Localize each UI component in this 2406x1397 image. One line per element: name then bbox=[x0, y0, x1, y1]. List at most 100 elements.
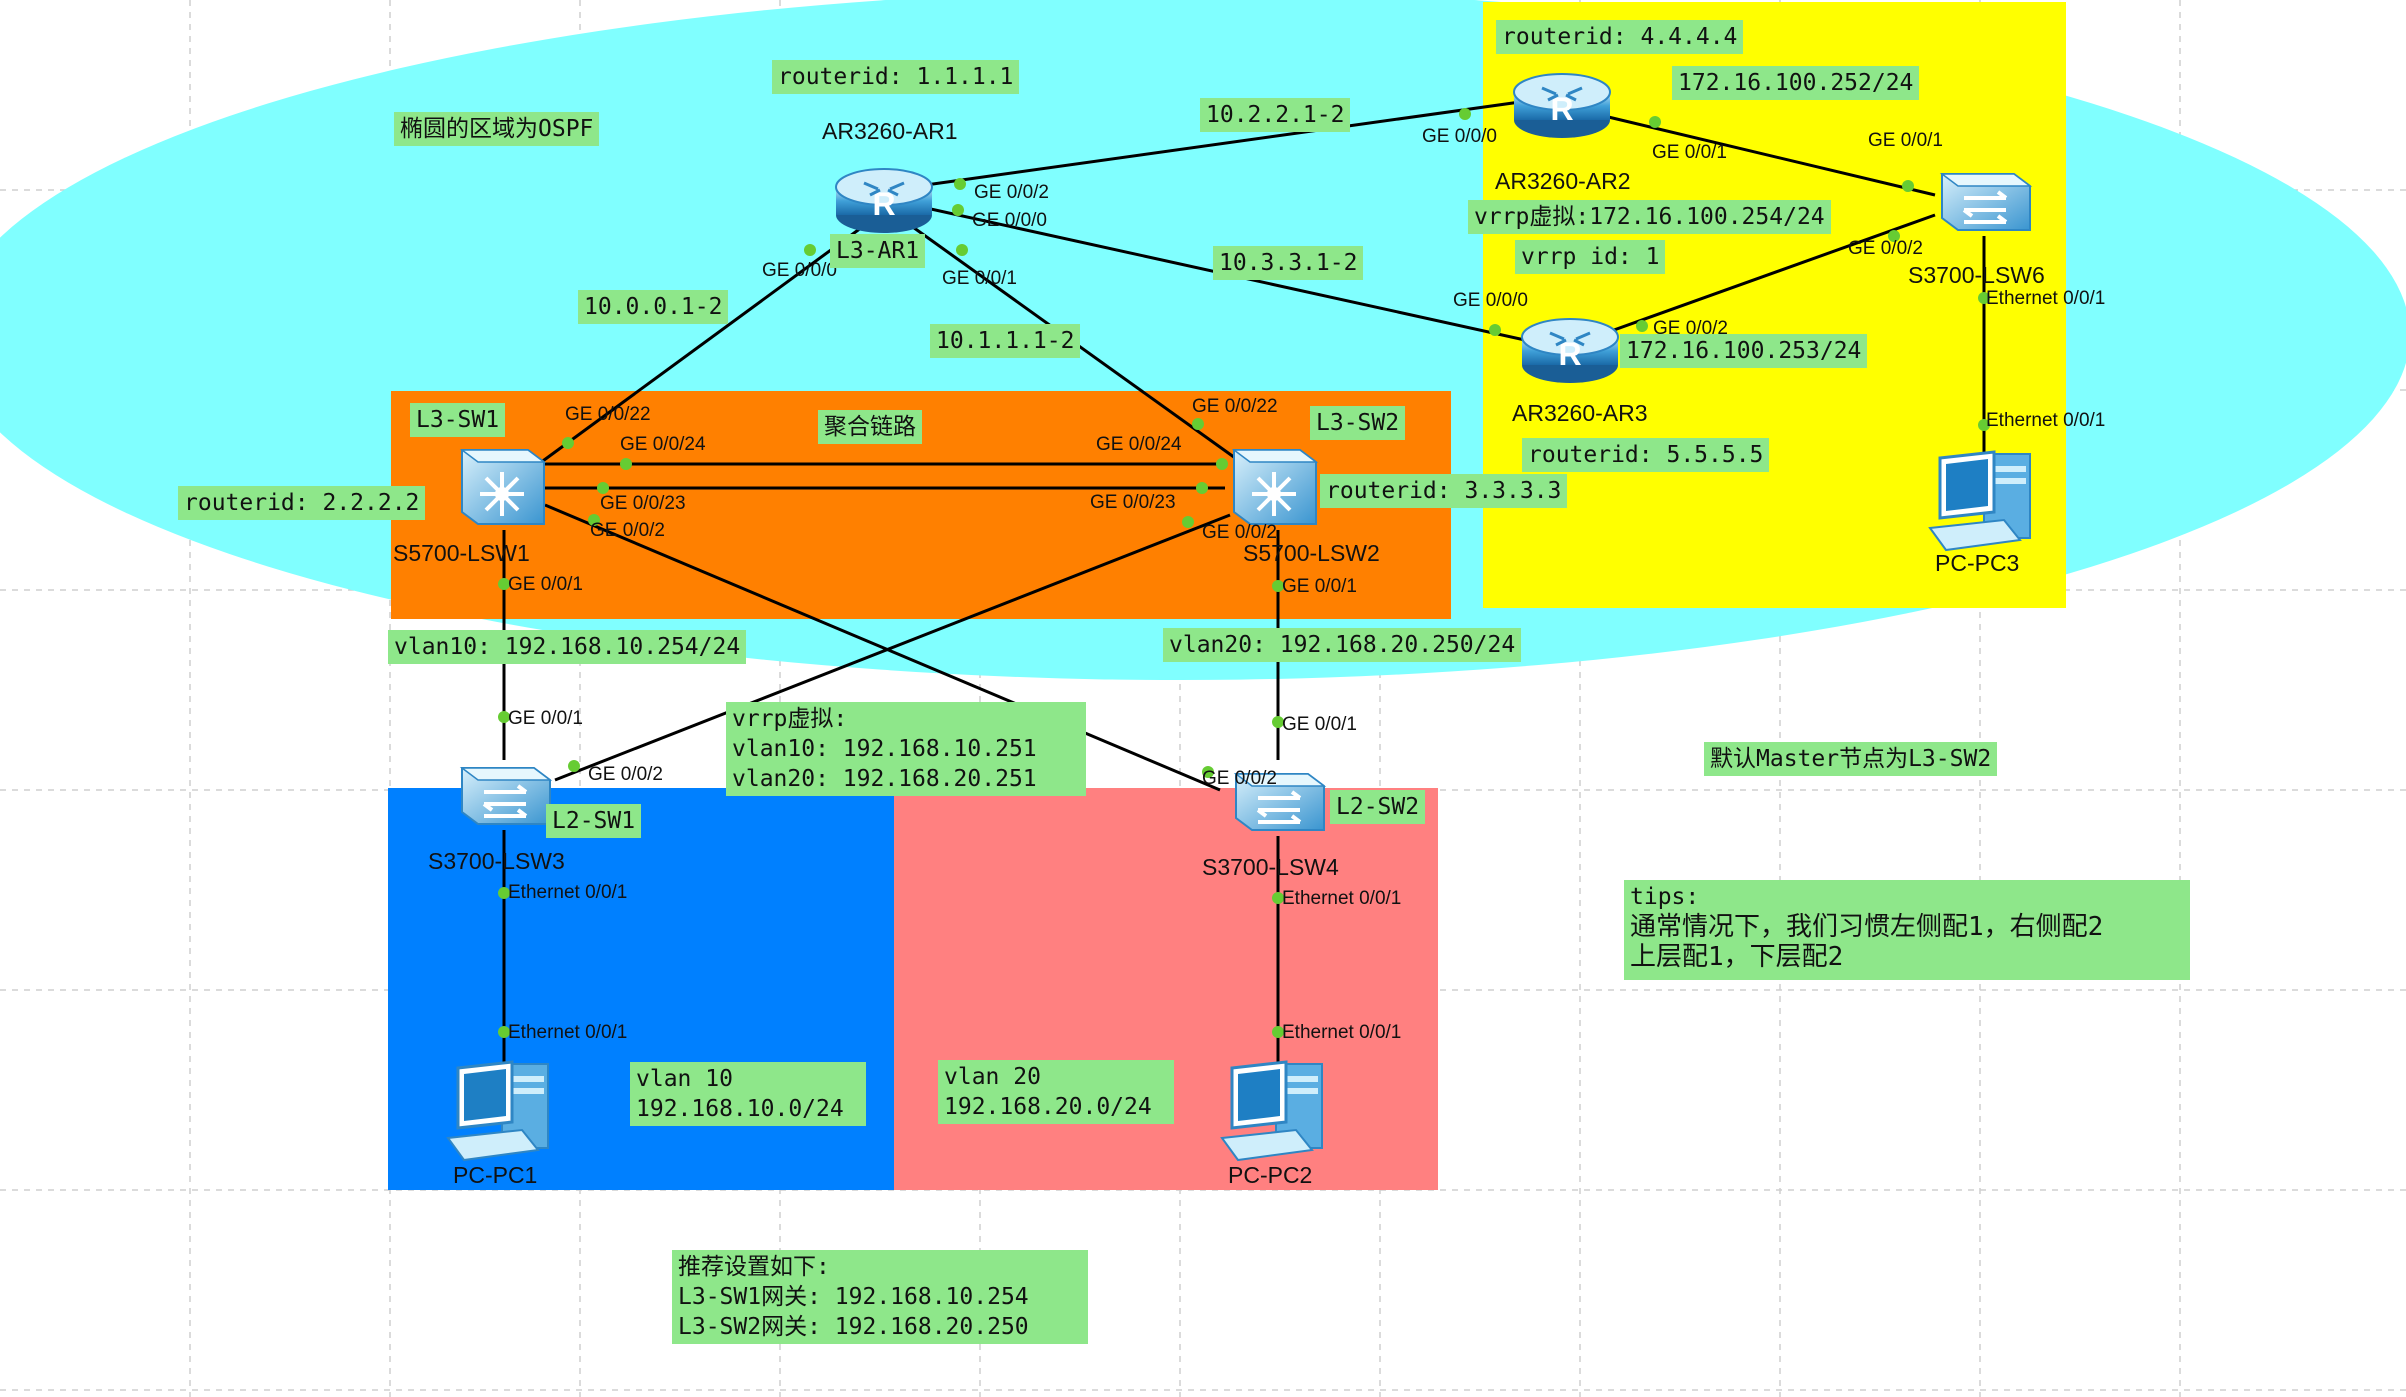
port-label-sw2-g002: GE 0/0/2 bbox=[1202, 522, 1277, 543]
port-label-pc3-e001: Ethernet 0/0/1 bbox=[1986, 410, 2106, 431]
port-dots bbox=[498, 108, 1990, 1038]
note-default-master: 默认Master节点为L3-SW2 bbox=[1704, 742, 1998, 776]
link-ar2-lsw6 bbox=[1599, 113, 1936, 197]
note-recommended: 推荐设置如下: L3-SW1网关: 192.168.10.254 L3-SW2网… bbox=[672, 1250, 1088, 1344]
pc-pc3[interactable] bbox=[1928, 450, 2032, 552]
note-vrrp-virtual-ar: vrrp虚拟:172.16.100.254/24 bbox=[1468, 200, 1831, 234]
port-dot bbox=[952, 204, 964, 216]
pc-pc1[interactable] bbox=[446, 1060, 550, 1162]
port-dot bbox=[498, 578, 510, 590]
link-ar3-lsw6 bbox=[1599, 213, 1936, 337]
l2-switch-lsw6[interactable] bbox=[1940, 172, 2032, 232]
l3-switch-lsw1[interactable] bbox=[460, 448, 546, 526]
router-ar2[interactable] bbox=[1512, 72, 1612, 140]
router-ar3[interactable] bbox=[1520, 317, 1620, 385]
tips-title: tips: bbox=[1630, 884, 1700, 910]
rec-sw2: L3-SW2网关: 192.168.20.250 bbox=[678, 1314, 1029, 1340]
port-dot bbox=[1459, 108, 1471, 120]
link-ar1-ar3 bbox=[889, 198, 1526, 342]
port-dot bbox=[1182, 516, 1194, 528]
port-label-ar1-g000-top: GE 0/0/0 bbox=[972, 210, 1047, 231]
port-label-lsw4-e001: Ethernet 0/0/1 bbox=[1282, 888, 1402, 909]
port-dot bbox=[1272, 580, 1284, 592]
note-vlan10-interface: vlan10: 192.168.10.254/24 bbox=[388, 630, 747, 664]
port-label-lsw3-g002: GE 0/0/2 bbox=[588, 764, 663, 785]
vrrp-vlan20: vlan20: 192.168.20.251 bbox=[732, 766, 1037, 792]
rec-title: 推荐设置如下: bbox=[678, 1254, 830, 1280]
port-label-sw2-g023: GE 0/0/23 bbox=[1090, 492, 1176, 513]
port-dot bbox=[1888, 230, 1900, 242]
port-label-lsw4-g001: GE 0/0/1 bbox=[1282, 714, 1357, 735]
device-name-lsw4: S3700-LSW4 bbox=[1202, 854, 1339, 880]
link-ar1-ar2 bbox=[889, 100, 1521, 192]
port-label-ar1-g002: GE 0/0/2 bbox=[974, 182, 1049, 203]
vlan20-net: 192.168.20.0/24 bbox=[944, 1094, 1152, 1120]
vlan10-name: vlan 10 bbox=[636, 1066, 733, 1092]
device-name-lsw2: S5700-LSW2 bbox=[1243, 540, 1380, 566]
port-dot bbox=[1489, 324, 1501, 336]
device-name-ar3: AR3260-AR3 bbox=[1512, 400, 1648, 426]
note-link-ar1-ar3: 10.3.3.1-2 bbox=[1213, 246, 1364, 280]
note-routerid-ar3: routerid: 5.5.5.5 bbox=[1522, 438, 1770, 472]
port-dot bbox=[620, 458, 632, 470]
port-dot bbox=[1649, 116, 1661, 128]
note-net-ar2: 172.16.100.252/24 bbox=[1672, 66, 1920, 100]
l2-switch-lsw3[interactable] bbox=[460, 766, 552, 826]
port-dot bbox=[954, 178, 966, 190]
note-tips: tips: 通常情况下，我们习惯左侧配1，右侧配2 上层配1，下层配2 bbox=[1624, 880, 2190, 980]
port-label-ar2-g001: GE 0/0/1 bbox=[1652, 142, 1727, 163]
port-dot bbox=[1216, 458, 1228, 470]
port-dot bbox=[1978, 419, 1990, 431]
device-name-lsw6: S3700-LSW6 bbox=[1908, 262, 2045, 288]
port-dot bbox=[1192, 418, 1204, 430]
note-net-ar3: 172.16.100.253/24 bbox=[1620, 334, 1868, 368]
port-dot bbox=[1272, 892, 1284, 904]
note-routerid-sw2: routerid: 3.3.3.3 bbox=[1320, 474, 1568, 508]
port-dot bbox=[568, 760, 580, 772]
port-label-sw1-g001: GE 0/0/1 bbox=[508, 574, 583, 595]
port-dot bbox=[562, 437, 574, 449]
device-name-ar2: AR3260-AR2 bbox=[1495, 168, 1631, 194]
port-label-ar1-g001: GE 0/0/1 bbox=[942, 268, 1017, 289]
port-label-ar1-g000: GE 0/0/0 bbox=[762, 260, 837, 281]
port-label-sw2-g022: GE 0/0/22 bbox=[1192, 396, 1278, 417]
port-dot bbox=[1272, 1026, 1284, 1038]
port-label-lsw6-e001: Ethernet 0/0/1 bbox=[1986, 288, 2106, 309]
l3-switch-lsw2[interactable] bbox=[1232, 448, 1318, 526]
port-label-sw1-g024: GE 0/0/24 bbox=[620, 434, 706, 455]
note-link-ar1-sw2: 10.1.1.1-2 bbox=[930, 324, 1081, 358]
vlan20-name: vlan 20 bbox=[944, 1064, 1041, 1090]
port-label-sw2-g024: GE 0/0/24 bbox=[1096, 434, 1182, 455]
port-dot bbox=[588, 514, 600, 526]
port-label-lsw4-g002: GE 0/0/2 bbox=[1202, 768, 1277, 789]
vrrp-title: vrrp虚拟: bbox=[732, 706, 848, 732]
port-label-pc2-e001: Ethernet 0/0/1 bbox=[1282, 1022, 1402, 1043]
device-name-pc3: PC-PC3 bbox=[1935, 550, 2020, 576]
port-dot bbox=[804, 244, 816, 256]
device-name-ar1: AR3260-AR1 bbox=[822, 118, 958, 144]
port-dot bbox=[498, 1026, 510, 1038]
port-label-sw1-g022: GE 0/0/22 bbox=[565, 404, 651, 425]
port-label-ar2-g000: GE 0/0/0 bbox=[1422, 126, 1497, 147]
note-vrrp-id: vrrp id: 1 bbox=[1515, 240, 1666, 274]
note-aggregation: 聚合链路 bbox=[818, 410, 922, 444]
note-routerid-ar1: routerid: 1.1.1.1 bbox=[772, 60, 1020, 94]
port-label-lsw6-g001: GE 0/0/1 bbox=[1868, 130, 1943, 151]
device-name-pc2: PC-PC2 bbox=[1228, 1162, 1313, 1188]
router-ar1[interactable] bbox=[834, 167, 934, 235]
port-label-lsw3-e001: Ethernet 0/0/1 bbox=[508, 882, 628, 903]
port-label-ar3-g000: GE 0/0/0 bbox=[1453, 290, 1528, 311]
port-dot bbox=[1978, 292, 1990, 304]
note-ospf-area: 椭圆的区域为OSPF bbox=[394, 112, 600, 146]
port-dot bbox=[498, 711, 510, 723]
pc-pc2[interactable] bbox=[1220, 1060, 1324, 1162]
port-dot bbox=[498, 887, 510, 899]
device-name-lsw3: S3700-LSW3 bbox=[428, 848, 565, 874]
link-sw2-lsw3 bbox=[554, 513, 1231, 782]
tips-line-1: 通常情况下，我们习惯左侧配1，右侧配2 bbox=[1630, 912, 2104, 942]
port-dot bbox=[1902, 180, 1914, 192]
rec-sw1: L3-SW1网关: 192.168.10.254 bbox=[678, 1284, 1029, 1310]
port-dot bbox=[1272, 716, 1284, 728]
note-vlan10-net: vlan 10 192.168.10.0/24 bbox=[630, 1062, 866, 1126]
